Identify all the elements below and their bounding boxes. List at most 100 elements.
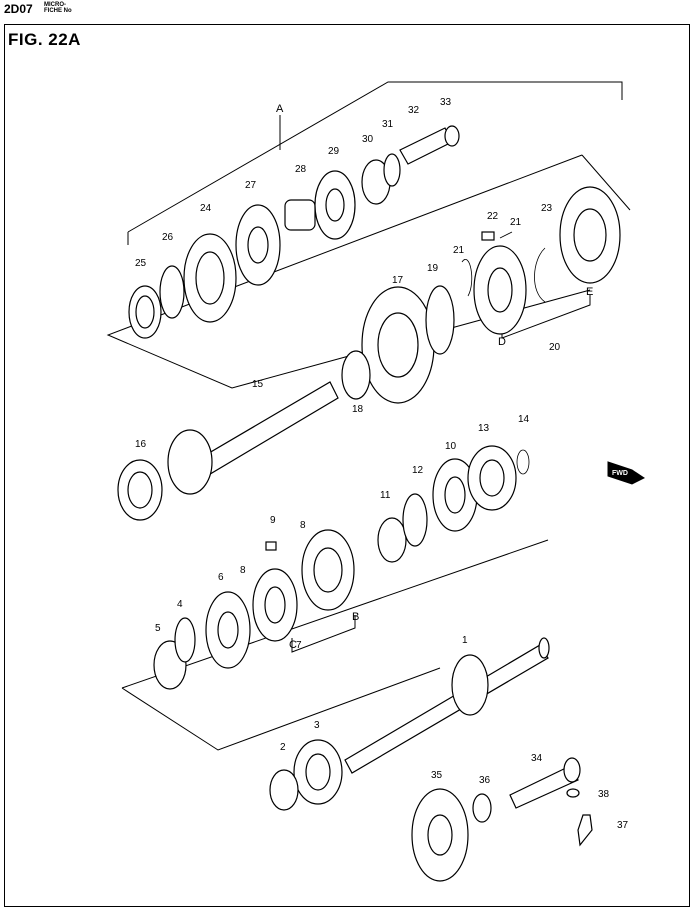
ring-31 xyxy=(383,153,401,187)
callout-28: 28 xyxy=(295,164,307,175)
gear-29 xyxy=(314,170,356,240)
callout-6: 6 xyxy=(218,572,224,583)
shaft-head xyxy=(563,757,581,783)
fiche-line-1: MICRO- xyxy=(44,2,66,8)
callout-34: 34 xyxy=(531,753,543,764)
callout-2: 2 xyxy=(280,742,286,753)
callout-19: 19 xyxy=(427,263,439,274)
callout-36: 36 xyxy=(479,775,491,786)
bolt-37 xyxy=(577,814,593,847)
callout-23: 23 xyxy=(541,203,553,214)
shaft-32 xyxy=(399,127,453,165)
washer-36 xyxy=(472,793,492,823)
snap-ring-14 xyxy=(516,449,530,475)
washer-38 xyxy=(566,788,580,798)
callout-9: 9 xyxy=(270,515,276,526)
gear-17 xyxy=(361,286,435,404)
snap-ring-23 xyxy=(534,247,546,303)
callout-17: 17 xyxy=(392,275,404,286)
callout-26: 26 xyxy=(162,232,174,243)
callout-20: 20 xyxy=(549,342,561,353)
callout-labels: 1234567889101112131415161718192021212223… xyxy=(135,97,629,831)
callout-24: 24 xyxy=(200,203,212,214)
group-letter-b: B xyxy=(352,611,359,623)
ring-4 xyxy=(174,617,196,663)
callout-5: 5 xyxy=(155,623,161,634)
callout-30: 30 xyxy=(362,134,374,145)
diagram-frame xyxy=(4,24,690,907)
ring-12 xyxy=(402,493,428,547)
sleeve-28 xyxy=(284,199,316,231)
callout-14: 14 xyxy=(518,414,530,425)
bearing-16 xyxy=(117,459,163,521)
pinion-gear xyxy=(167,429,213,495)
end-cap xyxy=(538,637,550,659)
callout-16: 16 xyxy=(135,439,147,450)
gear-24 xyxy=(183,233,237,323)
gear-35 xyxy=(411,788,469,882)
group-letter-c: C xyxy=(289,639,297,651)
callout-8: 8 xyxy=(240,565,246,576)
ring-26 xyxy=(159,265,185,319)
sleeve-b xyxy=(301,529,355,611)
hub-d xyxy=(473,245,527,335)
callout-11: 11 xyxy=(380,490,391,501)
hub-c xyxy=(252,568,298,642)
gear-6 xyxy=(205,591,251,669)
group-letter-e: E xyxy=(586,286,593,298)
bracket-7 xyxy=(291,615,356,653)
microfiche-label: MICRO- FICHE No xyxy=(44,2,72,14)
callout-32: 32 xyxy=(408,105,420,116)
callout-3: 3 xyxy=(314,720,320,731)
sleeve-e xyxy=(559,186,621,284)
callout-1: 1 xyxy=(462,635,468,646)
callout-38: 38 xyxy=(598,789,610,800)
nut-33 xyxy=(444,125,460,147)
key-9 xyxy=(265,541,277,551)
page-code: 2D07 xyxy=(4,2,33,16)
callout-22: 22 xyxy=(487,211,499,222)
callout-37: 37 xyxy=(617,820,629,831)
callout-8: 8 xyxy=(300,520,306,531)
group-letter-d: D xyxy=(498,336,506,348)
callout-21: 21 xyxy=(510,217,522,228)
callout-35: 35 xyxy=(431,770,443,781)
ring-19 xyxy=(425,285,455,355)
bearing-11 xyxy=(377,517,407,563)
callout-10: 10 xyxy=(445,441,457,452)
gear-1 xyxy=(451,654,489,716)
callout-18: 18 xyxy=(352,404,364,415)
callout-7: 7 xyxy=(296,640,302,651)
upper-plane-outline xyxy=(106,81,631,389)
shaft-1 xyxy=(344,644,549,774)
figure-title: FIG. 22A xyxy=(8,30,81,49)
callout-12: 12 xyxy=(412,465,424,476)
gear-27 xyxy=(235,204,281,286)
key-22 xyxy=(481,231,495,241)
callout-21: 21 xyxy=(453,245,465,256)
bearing-3 xyxy=(293,739,343,805)
group-letter-a: A xyxy=(276,103,284,115)
callout-25: 25 xyxy=(135,258,147,269)
callout-15: 15 xyxy=(252,379,264,390)
gear-10 xyxy=(432,458,478,532)
snap-ring-21-a xyxy=(461,259,473,297)
ring-2 xyxy=(269,769,299,811)
fwd-label: FWD xyxy=(612,470,628,477)
fiche-line-2: FICHE No xyxy=(44,8,72,14)
callout-13: 13 xyxy=(478,423,490,434)
callout-29: 29 xyxy=(328,146,340,157)
group-letters: A B C D E xyxy=(276,103,593,651)
needle-bearing-25 xyxy=(128,285,162,339)
fwd-arrow-icon: FWD xyxy=(607,461,645,485)
bearing-18 xyxy=(341,350,371,400)
lower-plane-outline xyxy=(121,539,549,751)
callout-27: 27 xyxy=(245,180,257,191)
bearing-13 xyxy=(467,445,517,511)
callout-4: 4 xyxy=(177,599,183,610)
callout-33: 33 xyxy=(440,97,452,108)
snap-ring-21-b xyxy=(499,231,513,239)
callout-31: 31 xyxy=(382,119,394,130)
idler-shaft-34 xyxy=(509,765,579,809)
